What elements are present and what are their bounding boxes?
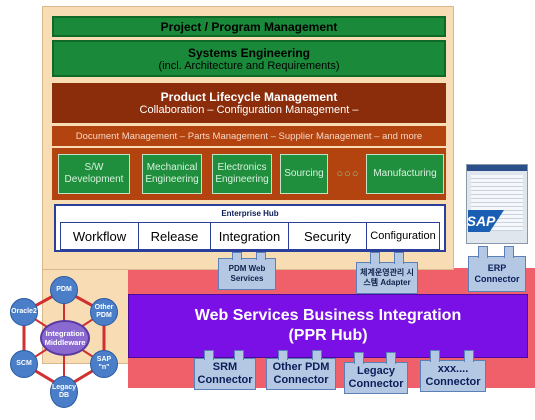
korean-system-adapter: 체계운영관리 시스템 Adapter — [356, 262, 418, 294]
sap-window-bar — [467, 165, 527, 171]
node-legacy-db: Legacy DB — [50, 376, 78, 408]
document-management-bar: Document Management – Parts Management –… — [52, 126, 446, 146]
adapter-peg — [370, 252, 380, 264]
node-other-pdm: Other PDM — [90, 298, 118, 326]
adapter-peg — [232, 252, 242, 260]
domain-label: Mechanical Engineering — [145, 162, 199, 185]
hub-cell-label: Configuration — [370, 230, 436, 242]
node-sap-n: SAP "n" — [90, 350, 118, 378]
hub-cell-label: Release — [150, 228, 199, 244]
connector-peg — [386, 352, 396, 364]
node-label: Legacy DB — [51, 384, 77, 399]
node-oracle2: Oracle2 — [10, 298, 38, 326]
enterprise-hub: Enterprise Hub Workflow Release Integrat… — [54, 204, 446, 252]
hub-cell-security: Security — [289, 223, 367, 249]
node-label: PDM — [56, 286, 72, 293]
hub-cell-workflow: Workflow — [61, 223, 139, 249]
srm-connector: SRM Connector — [194, 358, 256, 390]
hub-cell-release: Release — [139, 223, 211, 249]
hub-cell-label: Integration — [218, 228, 281, 244]
connector-peg — [478, 246, 488, 258]
node-pdm: PDM — [50, 276, 78, 304]
plm-subtitle: Collaboration – Configuration Management… — [139, 104, 359, 116]
connector-label: Other PDM Connector — [272, 361, 330, 386]
connector-peg — [234, 350, 244, 360]
connector-peg — [204, 350, 214, 360]
connector-peg — [504, 246, 514, 258]
plm-title: Product Lifecycle Management — [160, 90, 338, 104]
integration-middleware-node: Integration Middleware — [40, 320, 90, 356]
enterprise-hub-title: Enterprise Hub — [56, 206, 444, 220]
domain-label: Manufacturing — [373, 168, 437, 179]
sap-logo-text: SAP — [466, 213, 496, 229]
sap-screenshot — [466, 164, 528, 244]
node-scm: SCM — [10, 350, 38, 378]
node-label: SCM — [16, 360, 32, 367]
middleware-center-label: Integration Middleware — [44, 329, 86, 347]
other-pdm-connector: Other PDM Connector — [266, 358, 336, 390]
connector-peg — [278, 350, 288, 360]
connector-peg — [312, 350, 322, 360]
connector-peg — [464, 350, 474, 362]
se-title: Systems Engineering — [187, 45, 311, 60]
node-label: Other PDM — [94, 304, 114, 319]
erp-connector: ERP Connector — [468, 256, 526, 292]
pdm-web-services-adapter: PDM Web Services — [218, 258, 276, 290]
node-label: SAP "n" — [96, 356, 112, 371]
connector-peg — [354, 352, 364, 364]
connector-peg — [430, 350, 440, 362]
ellipsis-circles: ○○○ — [332, 164, 364, 184]
domain-mechanical-engineering: Mechanical Engineering — [142, 154, 202, 194]
domain-electronics-engineering: Electronics Engineering — [212, 154, 272, 194]
domain-label: Sourcing — [284, 168, 324, 179]
product-lifecycle-management: Product Lifecycle Management Collaborati… — [52, 83, 446, 123]
enterprise-hub-cells: Workflow Release Integration Security Co… — [60, 222, 440, 250]
project-program-management: Project / Program Management — [52, 16, 446, 37]
adapter-peg — [256, 252, 266, 260]
pm-title: Project / Program Management — [160, 19, 338, 34]
connector-label: SRM Connector — [197, 361, 253, 386]
se-subtitle: (incl. Architecture and Requirements) — [158, 59, 340, 72]
domain-label: S/W Development — [64, 162, 124, 185]
connector-label: ERP Connector — [474, 263, 520, 284]
domain-sourcing: Sourcing — [280, 154, 328, 194]
doc-mgmt-text: Document Management – Parts Management –… — [75, 130, 423, 142]
hub-cell-label: Workflow — [72, 228, 127, 244]
xxx-connector: xxx.... Connector — [420, 360, 486, 392]
connector-label: Legacy Connector — [348, 365, 404, 390]
legacy-connector: Legacy Connector — [344, 362, 408, 394]
domain-label: Electronics Engineering — [215, 162, 269, 185]
hub-cell-integration: Integration — [211, 223, 289, 249]
hub-title-text: Enterprise Hub — [221, 208, 279, 218]
hub-cell-configuration: Configuration — [367, 223, 439, 249]
hub-cell-label: Security — [304, 228, 351, 244]
domain-manufacturing: Manufacturing — [366, 154, 444, 194]
wsbi-title: Web Services Business Integration — [194, 307, 462, 324]
ellipsis-text: ○○○ — [336, 168, 360, 180]
web-services-business-integration: Web Services Business Integration (PPR H… — [128, 294, 528, 358]
adapter-label: 체계운영관리 시스템 Adapter — [360, 268, 414, 287]
connector-label: xxx.... Connector — [425, 363, 481, 388]
adapter-peg — [394, 252, 404, 264]
systems-engineering: Systems Engineering (incl. Architecture … — [52, 40, 446, 77]
domain-sw-development: S/W Development — [58, 154, 130, 194]
wsbi-subtitle: (PPR Hub) — [288, 327, 368, 344]
node-label: Oracle2 — [11, 308, 37, 315]
adapter-label: PDM Web Services — [228, 264, 266, 283]
